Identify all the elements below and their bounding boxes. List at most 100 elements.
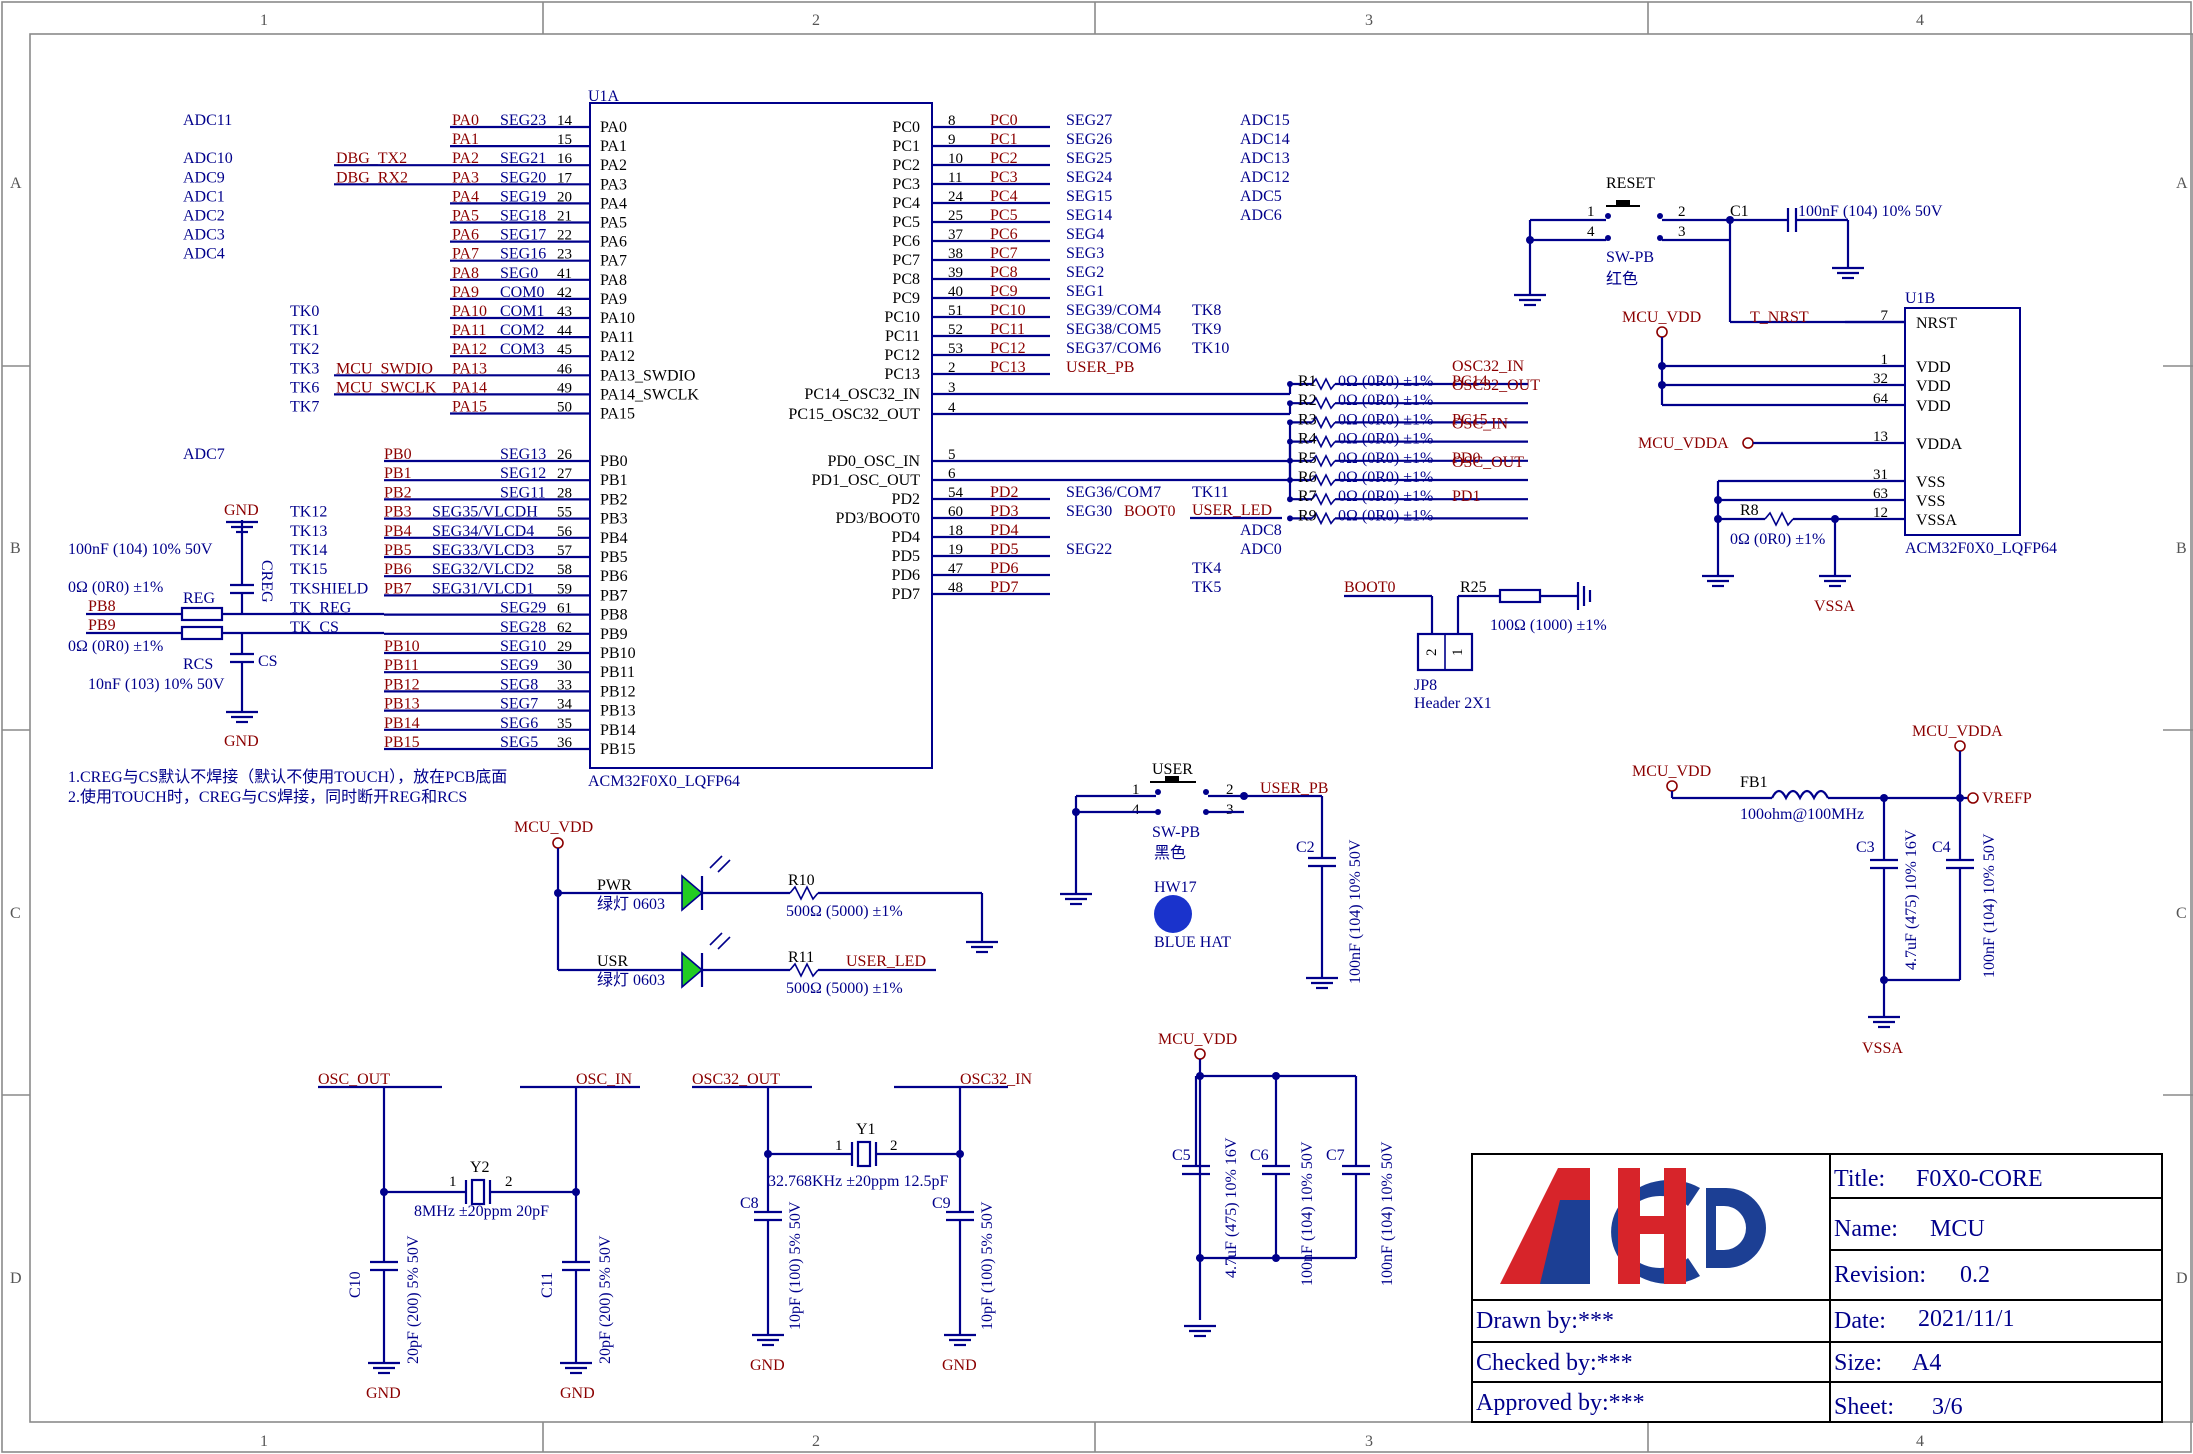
resistor-net: PC14 bbox=[1452, 373, 1488, 390]
u1a-pin-net: PA1 bbox=[452, 131, 479, 148]
u1a-pin-function: ADC0 bbox=[1240, 541, 1282, 558]
osc32-in-label: OSC32_IN bbox=[960, 1071, 1032, 1088]
u1a-pin-net: PC5 bbox=[990, 207, 1018, 224]
u1a-pin-name: PA11 bbox=[600, 329, 634, 346]
u1a-pin-number: 50 bbox=[557, 400, 572, 416]
u1a-pin-function: TK0 bbox=[290, 303, 319, 320]
c6-ref: C6 bbox=[1250, 1147, 1269, 1164]
row-label-c-right: C bbox=[2176, 905, 2187, 922]
u1a-pin-net: PB7 bbox=[384, 580, 412, 597]
u1a-pin-number: 14 bbox=[557, 113, 573, 129]
u1a-pin-seg: COM2 bbox=[500, 322, 544, 339]
col-label-3-bottom: 3 bbox=[1365, 1433, 1373, 1450]
user-pb-net: USER_PB bbox=[1260, 780, 1328, 797]
title-label: Title: bbox=[1834, 1166, 1885, 1192]
u1a-pin-function: ADC3 bbox=[183, 227, 225, 244]
u1a-pin-net: PC11 bbox=[990, 321, 1025, 338]
u1a-pin-ext-net: DBG_RX2 bbox=[336, 169, 408, 186]
u1a-pin-net: PB12 bbox=[384, 676, 420, 693]
u1b-chip[interactable]: U1B ACM32F0X0_LQFP64 NRST7VDD1VDD32VDD64… bbox=[1622, 290, 2057, 615]
u1a-pin-name: PD5 bbox=[892, 548, 920, 565]
u1b-pins: NRST7VDD1VDD32VDD64VDDA13VSS31VSS63VSSA1… bbox=[1845, 308, 1963, 529]
u1a-pin-function: TK8 bbox=[1192, 302, 1221, 319]
u1a-part: ACM32F0X0_LQFP64 bbox=[588, 773, 740, 790]
u1a-pin-number: 62 bbox=[557, 620, 572, 636]
boot-net-label: BOOT0 bbox=[1344, 579, 1396, 596]
u1a-pin-seg: SEG35/VLCDH bbox=[432, 504, 538, 521]
reg-value: 0Ω (0R0) ±1% bbox=[68, 579, 163, 596]
resistor-value: 0Ω (0R0) ±1% bbox=[1338, 507, 1433, 524]
u1a-pin-number: 48 bbox=[948, 580, 963, 596]
u1a-pin-net: PB10 bbox=[384, 638, 420, 655]
u1a-pin-function: TKSHIELD bbox=[290, 580, 368, 597]
c2-ref: C2 bbox=[1296, 839, 1315, 856]
u1a-pin-number: 23 bbox=[557, 247, 572, 263]
osc32-gnd-1: GND bbox=[750, 1357, 785, 1374]
reset-label: RESET bbox=[1606, 175, 1655, 192]
u1a-pin-name: PB13 bbox=[600, 703, 636, 720]
c10-ref: C10 bbox=[347, 1271, 364, 1298]
y2-pin-2: 2 bbox=[505, 1174, 513, 1190]
u1a-pin-function: TK14 bbox=[290, 542, 327, 559]
led-vdd-label: MCU_VDD bbox=[514, 819, 593, 836]
u1a-pin-function: TK10 bbox=[1192, 340, 1229, 357]
reset-pin-3: 3 bbox=[1678, 224, 1686, 240]
osc-section: OSC_OUT OSC_IN 1 2 Y2 8MHz ±20ppm 20pF G… bbox=[318, 1071, 640, 1402]
resistor-ref: R3 bbox=[1298, 411, 1317, 428]
u1a-pin-name: PA4 bbox=[600, 195, 627, 212]
c2-value: 100nF (104) 10% 50V bbox=[1347, 839, 1364, 984]
u1a-pin-function: ADC8 bbox=[1240, 522, 1282, 539]
u1a-pin-seg: SEG25 bbox=[1066, 150, 1112, 167]
u1a-pin-function: ADC4 bbox=[183, 246, 225, 263]
u1a-pin-seg: SEG16 bbox=[500, 246, 546, 263]
u1a-pin-name: PB12 bbox=[600, 683, 636, 700]
u1a-pin-net: PB13 bbox=[384, 696, 420, 713]
user-button-section[interactable]: USER 1 4 2 3 SW-PB 黑色 USER_PB C2 100nF (… bbox=[1060, 761, 1364, 990]
u1a-pin-name: PB15 bbox=[600, 741, 636, 758]
reset-section[interactable]: RESET 1 4 2 3 SW-PB 红色 C1 100nF (104) 10… bbox=[1514, 175, 1943, 326]
u1a-pin-function: ADC6 bbox=[1240, 207, 1282, 224]
u1a-pin-number: 45 bbox=[557, 342, 572, 358]
u1a-pin-net: PB4 bbox=[384, 523, 412, 540]
resistor-value: 0Ω (0R0) ±1% bbox=[1338, 431, 1433, 448]
u1a-pin-function: BOOT0 bbox=[1124, 503, 1176, 520]
u1a-pin-seg: SEG31/VLCD1 bbox=[432, 580, 534, 597]
u1a-pin-name: PC9 bbox=[892, 290, 920, 307]
resistor-net: PD1 bbox=[1452, 488, 1480, 505]
u1a-pin-net: PA12 bbox=[452, 341, 487, 358]
u1a-pin-net: PC2 bbox=[990, 150, 1018, 167]
jp8-name: Header 2X1 bbox=[1414, 695, 1492, 712]
u1a-pin-seg: SEG17 bbox=[500, 227, 546, 244]
u1a-pin-name: PB6 bbox=[600, 568, 628, 585]
usr-led-icon bbox=[681, 951, 704, 989]
u1a-pin-seg: COM3 bbox=[500, 341, 544, 358]
touch-gnd-bottom-label: GND bbox=[224, 733, 259, 750]
u1a-pin-function: ADC14 bbox=[1240, 131, 1290, 148]
u1a-pin-name: PD0_OSC_IN bbox=[828, 453, 921, 470]
u1a-pin-number: 6 bbox=[948, 466, 956, 482]
u1a-pin-name: PB0 bbox=[600, 453, 628, 470]
u1a-pin-number: 28 bbox=[557, 485, 572, 501]
boot-section[interactable]: BOOT0 R25 100Ω (1000) ±1% 2 1 JP8 Header… bbox=[1344, 579, 1607, 712]
osc-in-label: OSC_IN bbox=[576, 1071, 632, 1088]
user-btn-label: USER bbox=[1152, 761, 1193, 778]
pb8-net: PB8 bbox=[88, 598, 116, 615]
u1a-pin-seg: SEG7 bbox=[500, 696, 538, 713]
size-label: Size: bbox=[1834, 1350, 1882, 1376]
u1a-pin-name: PC3 bbox=[892, 176, 920, 193]
blue-hat-icon bbox=[1154, 895, 1192, 933]
u1a-pin-seg: SEG10 bbox=[500, 638, 546, 655]
u1a-pin-net: PC0 bbox=[990, 112, 1018, 129]
vref-vdd-label: MCU_VDD bbox=[1632, 763, 1711, 780]
col-label-1-bottom: 1 bbox=[260, 1433, 268, 1450]
u1a-pin-name: PC15_OSC32_OUT bbox=[788, 406, 920, 423]
u1a-pin-number: 15 bbox=[557, 132, 572, 148]
u1b-pin-name: VDD bbox=[1916, 378, 1951, 395]
u1a-pin-name: PA15 bbox=[600, 406, 635, 423]
resistor-ref: R2 bbox=[1298, 392, 1317, 409]
user-btn-color: 黑色 bbox=[1154, 844, 1186, 862]
u1b-pin-number: 32 bbox=[1873, 371, 1888, 387]
u1a-pin-seg: SEG33/VLCD3 bbox=[432, 542, 534, 559]
pwr-led-desc: 绿灯 0603 bbox=[597, 895, 665, 913]
